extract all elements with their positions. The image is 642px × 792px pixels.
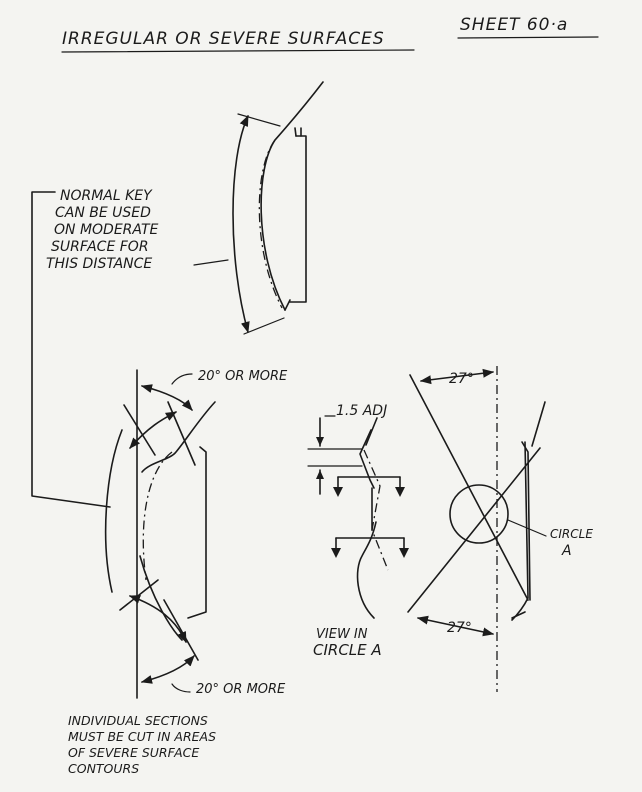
footnote-line-4: CONTOURS bbox=[68, 761, 139, 776]
callout-line-5: THIS DISTANCE bbox=[46, 256, 152, 272]
sheet-underline bbox=[457, 36, 599, 39]
circle-label-line1: CIRCLE bbox=[550, 527, 593, 541]
callout-line-1: NORMAL KEY bbox=[60, 188, 153, 204]
angle-label-top: 20° OR MORE bbox=[198, 369, 288, 384]
circle-a bbox=[449, 484, 509, 544]
footnote-line-2: MUST BE CUT IN AREAS bbox=[68, 729, 216, 744]
view-label-line1: VIEW IN bbox=[316, 627, 368, 642]
top-figure bbox=[232, 81, 324, 335]
callout-line-2: CAN BE USED bbox=[55, 205, 151, 221]
angle-label-bottom: 20° OR MORE bbox=[196, 682, 286, 697]
callout-leader bbox=[31, 191, 111, 508]
detail-view-figure bbox=[307, 415, 409, 619]
callout-line-3: ON MODERATE bbox=[54, 222, 159, 238]
sheet-title: IRREGULAR OR SEVERE SURFACES bbox=[62, 29, 385, 49]
footnote-line-1: INDIVIDUAL SECTIONS bbox=[68, 713, 208, 728]
angle-27-bottom: 27° bbox=[447, 620, 472, 636]
normal-key-callout: NORMAL KEY CAN BE USED ON MODERATE SURFA… bbox=[31, 188, 229, 508]
callout-line-4: SURFACE FOR bbox=[51, 239, 149, 255]
circle-label-line2: A bbox=[561, 543, 572, 559]
sheet-number: SHEET 60·a bbox=[460, 15, 568, 35]
footnote: INDIVIDUAL SECTIONS MUST BE CUT IN AREAS… bbox=[68, 713, 216, 776]
adj-label: 1.5 ADJ bbox=[336, 403, 387, 419]
footnote-line-3: OF SEVERE SURFACE bbox=[68, 745, 199, 760]
title-underline bbox=[61, 49, 415, 53]
right-figure bbox=[407, 366, 547, 692]
view-label-line2: CIRCLE A bbox=[313, 641, 382, 659]
left-section-figure bbox=[104, 369, 216, 699]
angle-27-top: 27° bbox=[449, 371, 474, 387]
